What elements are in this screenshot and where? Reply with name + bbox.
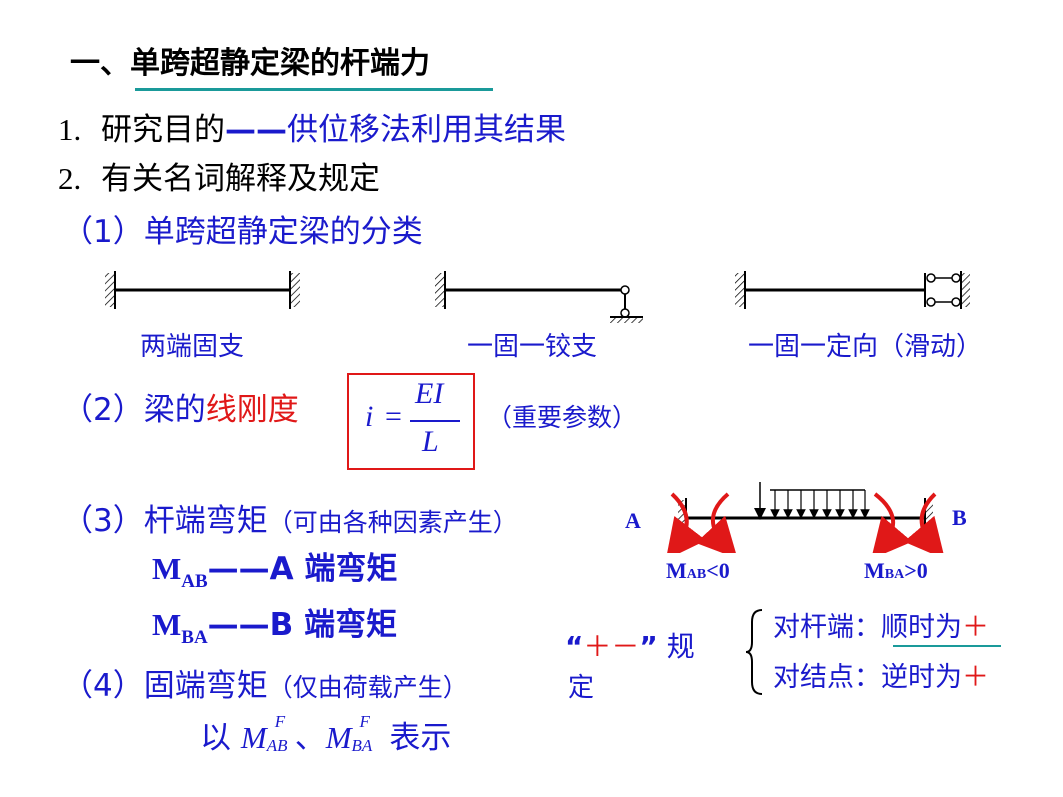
rule-joint: 对结点：逆时为＋: [773, 662, 989, 693]
rule-underline: [893, 645, 1001, 647]
section-4-heading: （4）固端弯矩（仅由荷载产生）: [62, 660, 468, 705]
line-2: 2. 有关名词解释及规定: [58, 153, 380, 198]
diagram-mab-label: MAB<0: [666, 558, 730, 583]
formula-box: [347, 373, 475, 470]
caption-fixed-fixed: 两端固支: [140, 332, 245, 362]
notation-separator: 、: [294, 720, 326, 756]
rule-member-end-sign: ＋: [962, 612, 989, 643]
line-1-text: 研究目的: [100, 112, 225, 148]
notation-m-ab: M: [240, 720, 267, 755]
sign-convention-label-line2: 定: [568, 673, 595, 703]
mab-symbol: M: [152, 551, 182, 586]
diagram-label-a: A: [625, 508, 641, 533]
beam-types-diagram: [105, 271, 970, 323]
mba-subscript: BA: [181, 627, 208, 648]
formula-lhs: i: [365, 400, 374, 433]
section-1-heading: （1）单跨超静定梁的分类: [62, 214, 423, 250]
caption-fixed-pinned: 一固一铰支: [467, 332, 598, 362]
formula-numerator: EI: [415, 377, 444, 410]
sign-convention-label: “＋－” 规: [565, 630, 695, 663]
mab-definition: MAB——A 端弯矩: [152, 543, 398, 592]
beam-fixed-guided: [735, 271, 970, 309]
rule-joint-sign: ＋: [962, 662, 989, 693]
line-2-number: 2.: [58, 161, 82, 196]
formula-equals: =: [385, 400, 402, 433]
diagram-label-b: B: [952, 505, 967, 530]
beam-fixed-fixed: [105, 271, 300, 309]
formula-denominator: L: [422, 425, 439, 458]
notation-m-ba: M: [325, 720, 352, 755]
end-moment-diagram: [665, 482, 945, 553]
section-2-note: （重要参数）: [487, 403, 638, 432]
mba-definition: MBA——B 端弯矩: [152, 599, 398, 648]
section-3-heading: （3）杆端弯矩（可由各种因素产生）: [62, 495, 518, 540]
page-title: 一、单跨超静定梁的杆端力: [70, 46, 430, 81]
mab-text: ——A 端弯矩: [207, 551, 398, 587]
caption-fixed-guided: 一固一定向（滑动）: [748, 332, 983, 362]
section-2-label: （2）梁的: [62, 392, 206, 428]
line-1-dash: ——: [224, 112, 287, 148]
section-3-note: （可由各种因素产生）: [267, 508, 518, 537]
mab-subscript: AB: [181, 571, 208, 592]
rule-member-end: 对杆端：顺时为＋: [773, 612, 989, 643]
section-2-heading: （2）梁的线刚度: [62, 384, 299, 429]
diagram-mba-label: MBA>0: [864, 558, 928, 583]
line-2-text: 有关名词解释及规定: [100, 161, 380, 197]
formula-fraction-bar: [410, 420, 460, 422]
sign-plus-minus: ＋－: [583, 630, 640, 663]
section-4-note: （仅由荷载产生）: [267, 673, 468, 702]
line-1-rest: 供位移法利用其结果: [286, 112, 566, 148]
curly-brace: [745, 609, 763, 695]
mba-text: ——B 端弯矩: [207, 607, 398, 643]
title-underline: [135, 88, 493, 91]
section-2-highlight: 线刚度: [205, 392, 299, 428]
line-1: 1. 研究目的——供位移法利用其结果: [58, 104, 566, 149]
notation-prefix: 以: [200, 720, 231, 756]
beam-fixed-pinned: [435, 271, 643, 323]
section-3-label: （3）杆端弯矩: [62, 503, 268, 539]
notation-suffix: 表示: [389, 720, 452, 756]
line-1-number: 1.: [58, 112, 82, 147]
section-4-label: （4）固端弯矩: [62, 668, 268, 704]
mba-symbol: M: [152, 607, 182, 642]
